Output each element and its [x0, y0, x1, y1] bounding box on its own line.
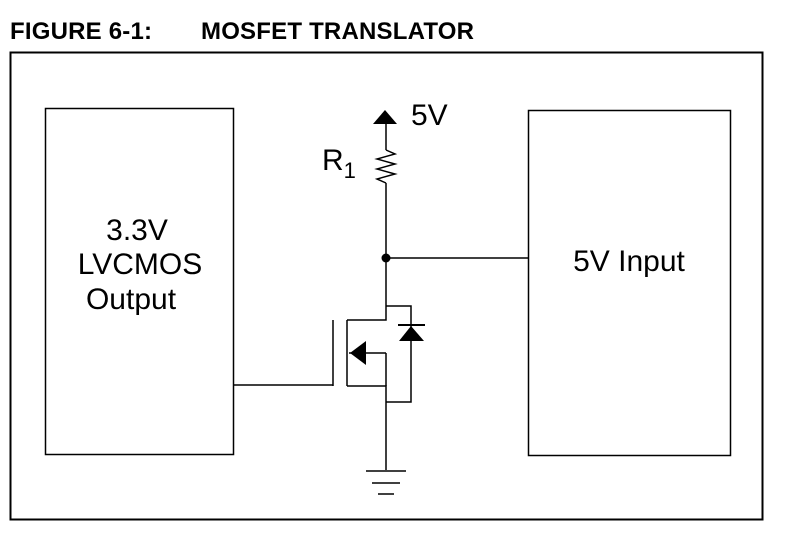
figure-number: FIGURE 6-1:	[10, 18, 153, 45]
mosfet-drain-lead	[347, 306, 387, 321]
figure-caption: FIGURE 6-1: MOSFET TRANSLATOR	[10, 18, 474, 46]
resistor-r1: R1	[322, 144, 398, 184]
mosfet-body-arrow-icon	[350, 341, 366, 365]
five-volt-input-label: 5V Input	[573, 245, 685, 278]
five-volt-input-box	[527, 109, 732, 457]
mosfet-source-lead	[347, 385, 387, 470]
resistor-label: R1	[322, 144, 356, 183]
figure-title: MOSFET TRANSLATOR	[201, 18, 475, 45]
supply-label: 5V	[411, 99, 448, 132]
lvcmos-label-line-2: LVCMOS	[78, 248, 202, 281]
lvcmos-output-box	[44, 107, 235, 456]
lvcmos-output-block: 3.3V LVCMOS Output	[44, 107, 235, 456]
body-diode-triangle-icon	[399, 326, 424, 341]
supply-arrow-icon	[373, 110, 397, 124]
body-diode-wire	[386, 305, 412, 403]
mosfet-transistor	[332, 305, 425, 470]
resistor-name: R	[322, 144, 344, 177]
resistor-subscript: 1	[344, 158, 356, 183]
figure-frame	[9, 51, 764, 521]
ground-icon	[366, 470, 406, 495]
five-volt-input-block: 5V Input	[527, 109, 732, 457]
supply-5v: 5V	[373, 99, 448, 132]
resistor-zigzag-icon	[374, 149, 398, 184]
lvcmos-label-line-1: 3.3V	[106, 214, 168, 247]
lvcmos-label-line-3: Output	[86, 283, 177, 316]
